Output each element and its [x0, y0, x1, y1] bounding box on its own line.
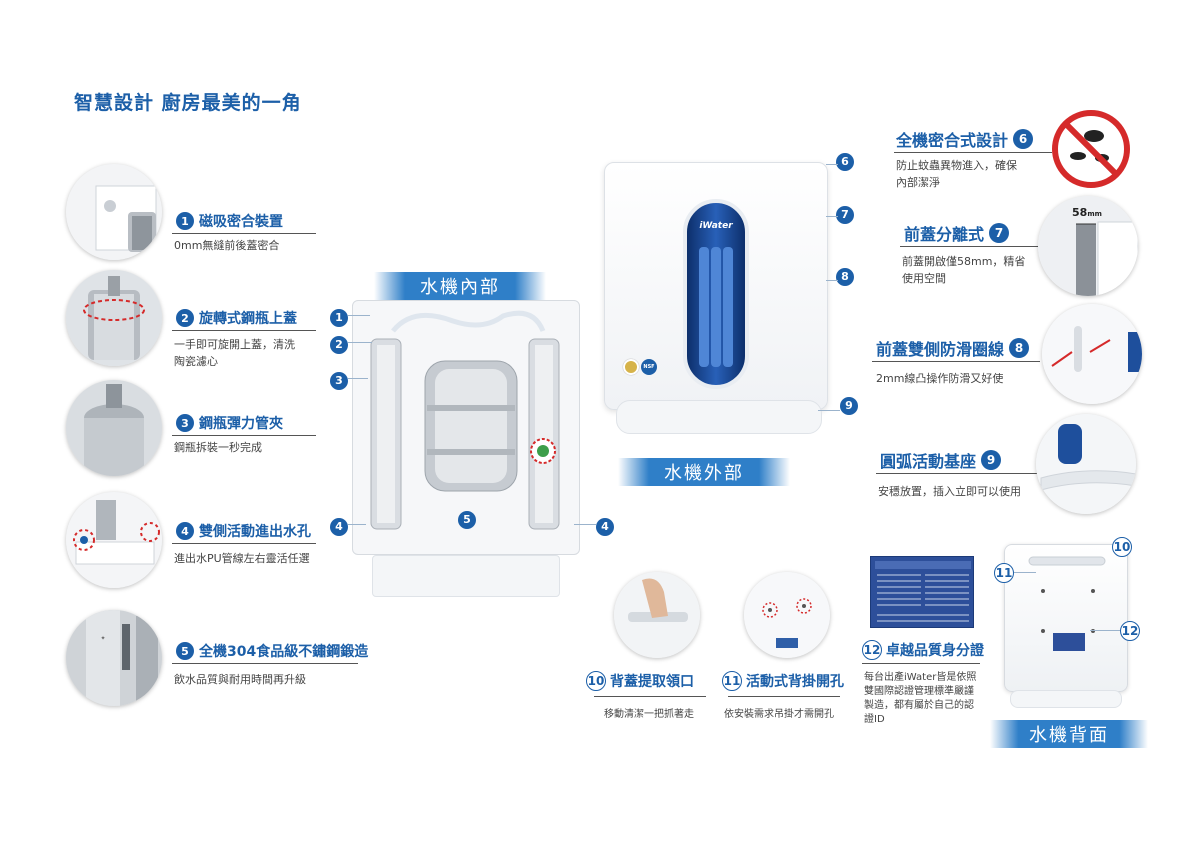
interior-callout-1: 1	[330, 306, 348, 327]
anti-slip-line-photo	[1042, 304, 1142, 404]
feature-8-desc: 2mm線凸操作防滑又好使	[876, 372, 1004, 385]
feature-9-title: 圓弧活動基座 9	[880, 448, 1002, 472]
feature-1-divider	[172, 233, 316, 234]
feature-5-divider	[172, 663, 358, 664]
nsf-badge: NSF	[641, 359, 657, 375]
feature-11-title: 11 活動式背掛開孔	[722, 671, 844, 691]
feature-12-desc: 每台出產iWater皆是依照 雙國際認證管理標準嚴謹 製造，都有屬於自己的認 證…	[864, 672, 977, 725]
svg-text:✦: ✦	[100, 635, 105, 642]
feature-8-divider	[872, 361, 1040, 362]
exterior-banner: 水機外部	[618, 458, 790, 486]
feature-10-number: 10	[586, 671, 606, 691]
exterior-machine: iWater NSF	[604, 162, 828, 410]
back-leader-12	[1090, 630, 1120, 631]
feature-12-divider	[862, 663, 980, 664]
back-leader-11	[1014, 572, 1036, 573]
feature-11-divider	[728, 696, 840, 697]
interior-leader-2	[348, 342, 372, 343]
feature-3-number: 3	[176, 414, 194, 432]
brand-logo: iWater	[699, 221, 733, 231]
feature-1-number: 1	[176, 212, 194, 230]
feature-1-title: 1 磁吸密合裝置	[176, 211, 283, 231]
interior-leader-4-right	[574, 524, 596, 525]
feature-3-title: 3 鋼瓶彈力管夾	[176, 413, 283, 433]
feature-4-desc: 進出水PU管線左右靈活任選	[174, 552, 310, 565]
no-pests-icon	[1052, 110, 1130, 188]
feature-8-number: 8	[1009, 338, 1030, 358]
exterior-callout-6: 6	[836, 150, 854, 171]
feature-6-desc: 防止蚊蟲異物進入，確保 內部潔淨	[896, 159, 1017, 189]
water-ports-photo	[66, 492, 162, 588]
back-handle-photo	[614, 572, 700, 658]
back-callout-11: 11	[994, 562, 1014, 583]
feature-3-divider	[172, 435, 316, 436]
feature-7-divider	[900, 246, 1038, 247]
stainless-steel-photo: ✦	[66, 610, 162, 706]
feature-11-desc: 依安裝需求吊掛才需開孔	[724, 709, 834, 720]
back-callout-10: 10	[1112, 536, 1132, 557]
feature-7-title: 前蓋分離式 7	[904, 221, 1010, 245]
interior-base	[372, 555, 560, 597]
feature-5-title: 5 全機304食品級不鏽鋼鍛造	[176, 641, 368, 661]
feature-11-number: 11	[722, 671, 742, 691]
interior-leader-1	[348, 315, 370, 316]
interior-callout-5: 5	[458, 508, 476, 529]
feature-10-title: 10 背蓋提取領口	[586, 671, 694, 691]
back-machine	[1004, 544, 1128, 692]
exterior-leader-6	[826, 164, 838, 165]
front-cover-58mm-photo: 58mm	[1038, 196, 1138, 296]
feature-9-desc: 安穩放置，插入立即可以使用	[878, 485, 1021, 498]
feature-2-number: 2	[176, 309, 194, 327]
feature-7-desc: 前蓋開啟僅58mm，精省 使用空間	[902, 255, 1026, 285]
bottle-clip-photo	[66, 380, 162, 476]
feature-1-desc: 0mm無縫前後蓋密合	[174, 239, 280, 252]
interior-leader-3	[348, 378, 368, 379]
back-base	[1010, 690, 1122, 708]
dimension-label: 58mm	[1072, 206, 1102, 219]
feature-4-title: 4 雙側活動進出水孔	[176, 521, 311, 541]
interior-banner: 水機內部	[374, 272, 546, 300]
feature-2-title: 2 旋轉式鋼瓶上蓋	[176, 308, 297, 328]
curved-base-photo	[1036, 414, 1136, 514]
feature-6-title: 全機密合式設計 6	[896, 127, 1034, 151]
feature-10-desc: 移動清潔一把抓著走	[604, 709, 694, 720]
back-hanging-holes-photo	[744, 572, 830, 658]
feature-7-number: 7	[989, 223, 1010, 243]
feature-12-title: 12 卓越品質身分證	[862, 640, 984, 660]
magnetic-closure-photo	[66, 164, 162, 260]
interior-callout-4-left: 4	[330, 515, 348, 536]
exterior-base	[616, 400, 822, 434]
feature-3-desc: 鋼瓶拆裝一秒完成	[174, 441, 262, 454]
page-title: 智慧設計 廚房最美的一角	[74, 92, 302, 114]
interior-leader-4-left	[348, 524, 366, 525]
certification-seal-icon	[623, 359, 639, 375]
exterior-callout-8: 8	[836, 265, 854, 286]
front-window: iWater	[683, 199, 749, 389]
feature-5-desc: 飲水品質與耐用時間再升級	[174, 673, 306, 686]
back-callout-12: 12	[1120, 620, 1140, 641]
interior-callout-4-right: 4	[596, 515, 614, 536]
feature-9-divider	[876, 473, 1040, 474]
feature-2-divider	[172, 330, 316, 331]
exterior-callout-9: 9	[840, 394, 858, 415]
feature-2-desc: 一手即可旋開上蓋，清洗 陶瓷濾心	[174, 338, 295, 368]
rotating-cap-photo	[66, 270, 162, 366]
exterior-leader-8	[826, 280, 838, 281]
feature-8-title: 前蓋雙側防滑圈線 8	[876, 336, 1030, 360]
exterior-leader-7	[826, 216, 838, 217]
back-banner: 水機背面	[990, 720, 1148, 748]
feature-6-divider	[894, 152, 1052, 153]
feature-4-number: 4	[176, 522, 194, 540]
feature-4-divider	[172, 543, 316, 544]
exterior-leader-9	[818, 410, 840, 411]
feature-10-divider	[594, 696, 706, 697]
quality-id-label-image	[870, 556, 974, 628]
interior-callout-2: 2	[330, 333, 348, 354]
interior-callout-3: 3	[330, 369, 348, 390]
feature-12-number: 12	[862, 640, 882, 660]
feature-5-number: 5	[176, 642, 194, 660]
feature-6-number: 6	[1013, 129, 1034, 149]
feature-9-number: 9	[981, 450, 1002, 470]
exterior-callout-7: 7	[836, 203, 854, 224]
